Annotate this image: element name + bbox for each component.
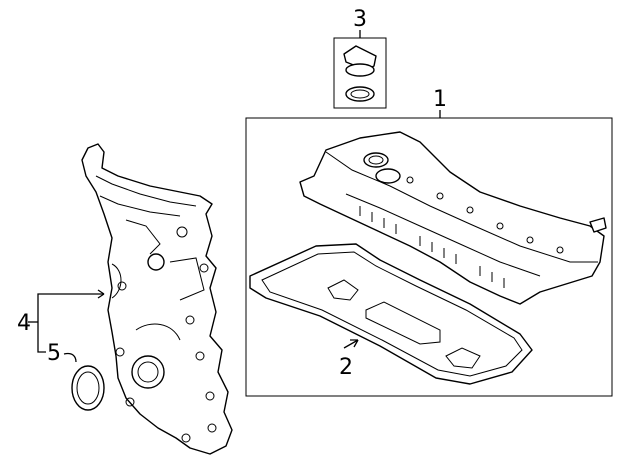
callout-5: 5 [47, 341, 61, 366]
oil-seal-icon [71, 365, 105, 411]
callout-1: 1 [433, 87, 447, 112]
valve-cover-box [245, 110, 613, 397]
timing-cover-icon [81, 143, 233, 455]
callout-4: 4 [17, 311, 31, 336]
callout-2: 2 [339, 355, 353, 380]
cover-gasket-icon [249, 243, 533, 385]
valve-cover-icon [299, 131, 607, 305]
oil-filler-cap-box [333, 30, 387, 109]
oil-filler-cap-icon [343, 45, 377, 102]
leader-lines [28, 289, 105, 363]
callout-3: 3 [353, 7, 367, 32]
